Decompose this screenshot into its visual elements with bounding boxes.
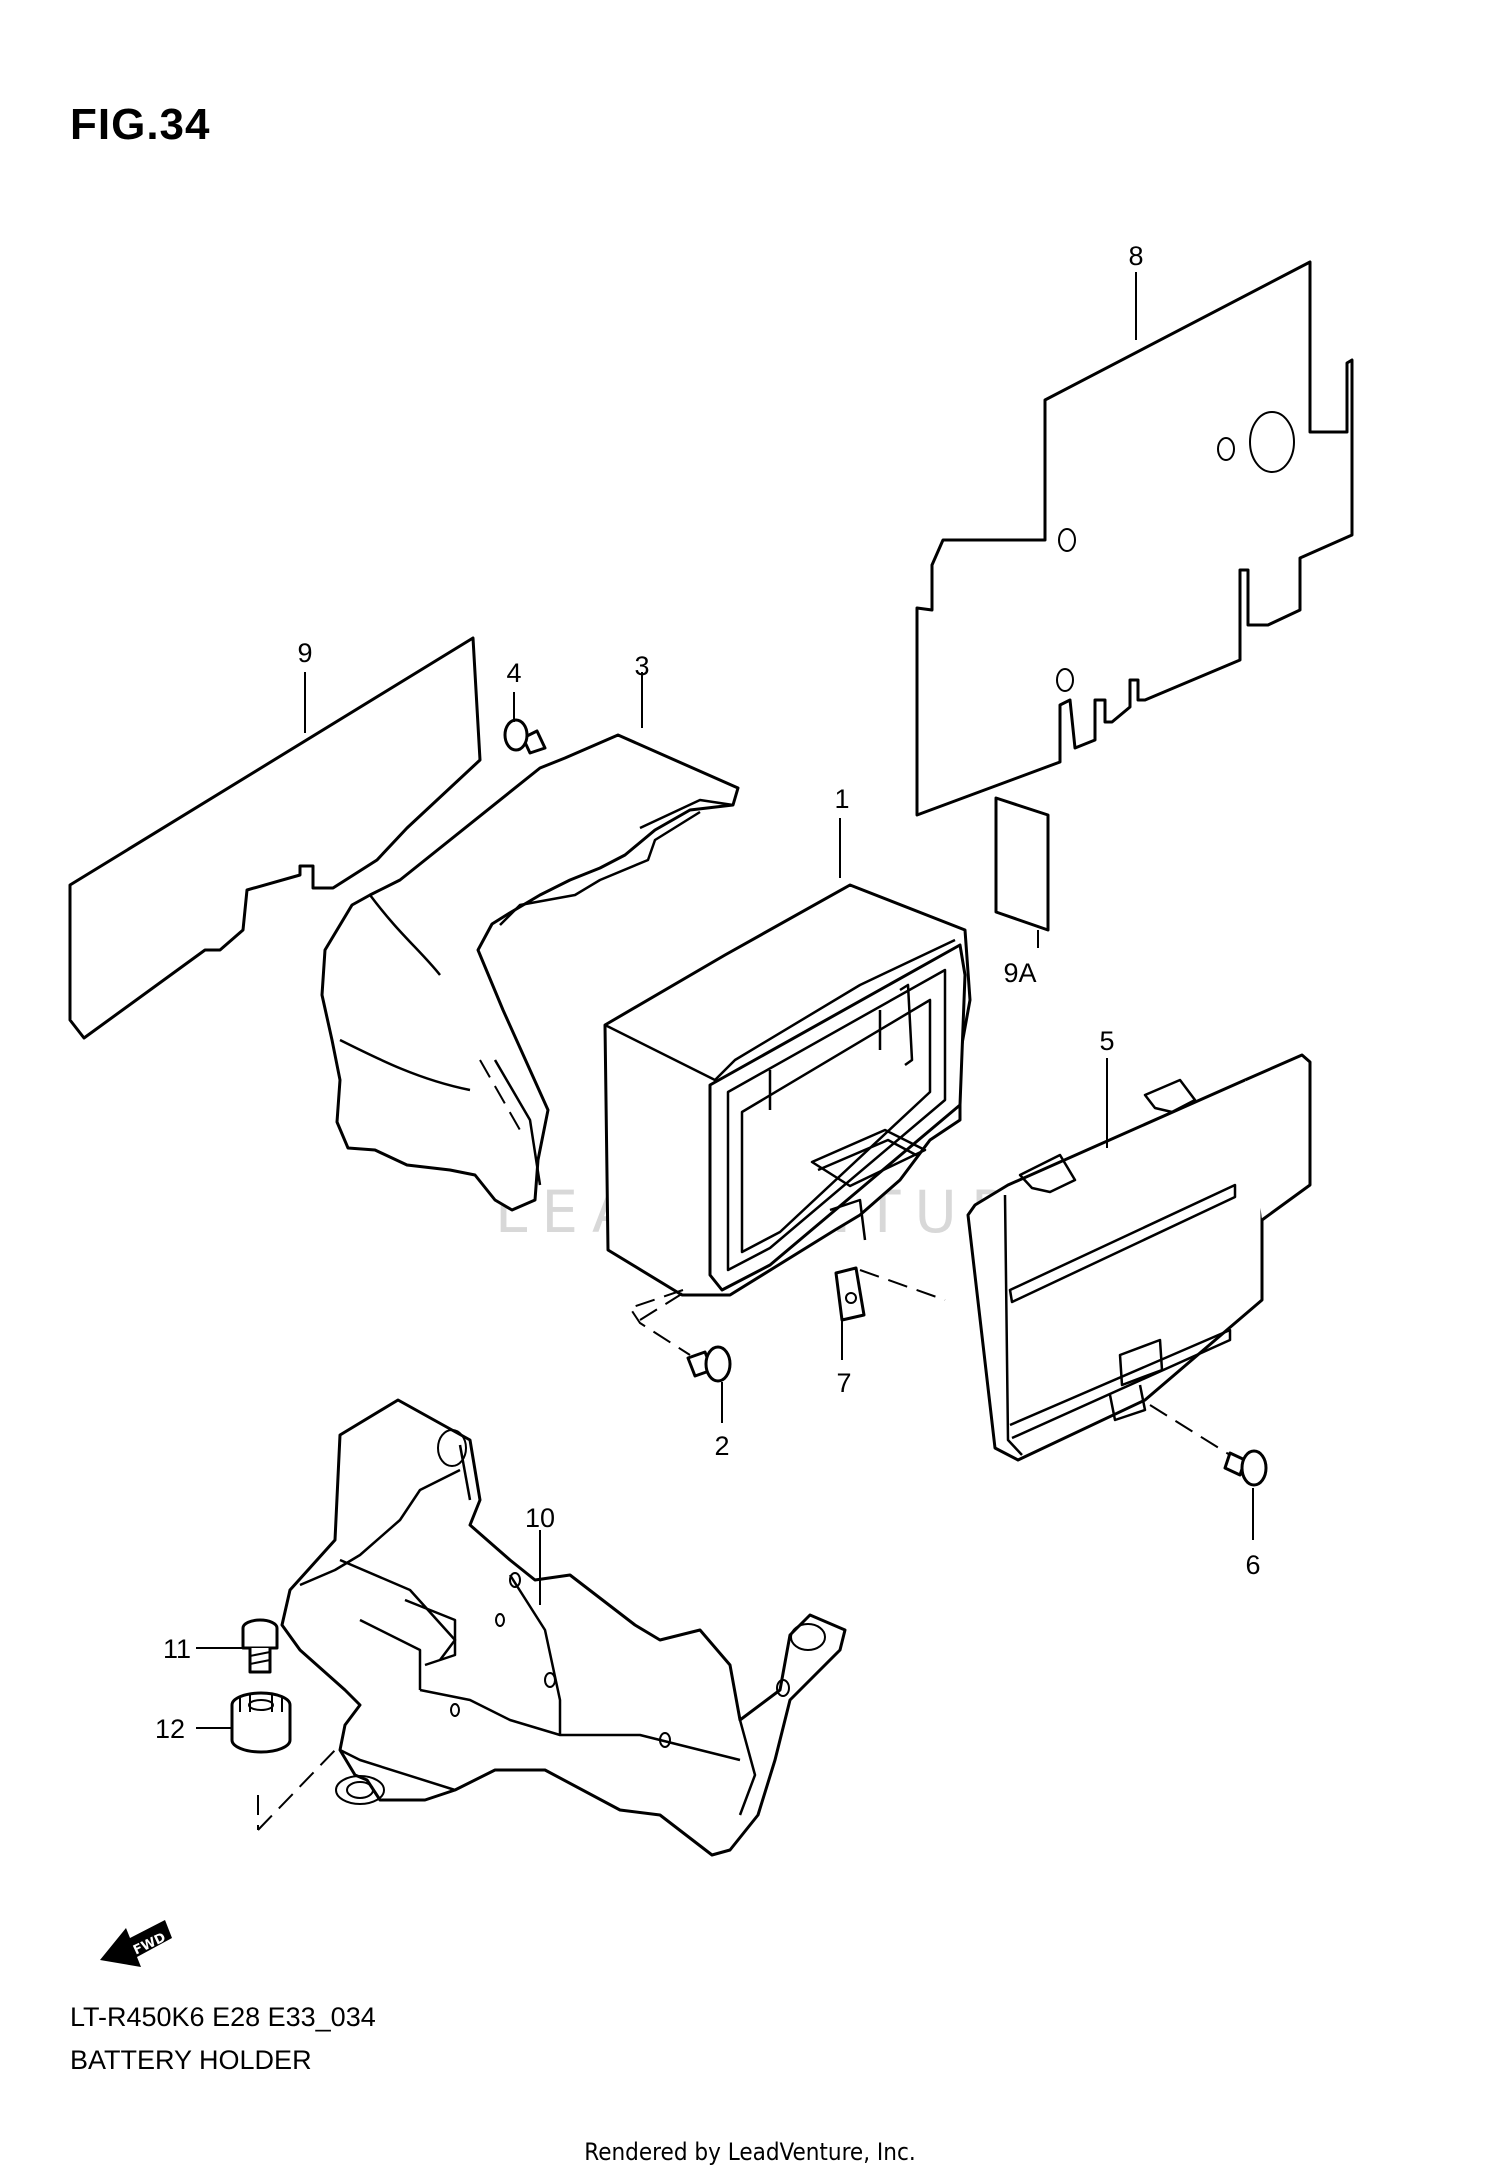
callout-3: 3 [634,651,649,681]
part-11-bolt[interactable] [241,1618,279,1674]
callout-11: 11 [163,1634,191,1664]
part-10-mounting-bracket[interactable] [280,1398,847,1857]
part-6-screw[interactable] [1223,1449,1268,1487]
part-7-clip-nut[interactable] [834,1266,866,1322]
part-12-rubber-cushion[interactable] [230,1691,292,1754]
callout-9: 9 [297,638,312,668]
part-9a-pad[interactable] [994,796,1050,932]
figure-title: FIG.34 [70,100,211,149]
part-5-front-lid[interactable] [966,1053,1312,1462]
model-code: LT-R450K6 E28 E33_034 [70,2002,376,2032]
part-4-screw[interactable] [503,718,547,755]
part-3-battery-cover[interactable] [320,733,740,1212]
part-8-insulation-sheet[interactable] [915,260,1354,817]
callout-7: 7 [836,1368,851,1398]
part-1-battery-box[interactable] [603,883,972,1297]
callout-9a: 9A [1003,958,1036,988]
part-2-screw[interactable] [686,1345,732,1383]
callout-12: 12 [155,1714,185,1744]
callout-1: 1 [834,784,849,814]
fwd-arrow-icon: FWD [100,1920,172,1967]
callout-6: 6 [1245,1550,1260,1580]
callout-5: 5 [1099,1026,1114,1056]
footer-credit: Rendered by LeadVenture, Inc. [584,2138,916,2166]
callout-8: 8 [1128,241,1143,271]
callout-2: 2 [714,1431,729,1461]
part-9-insulation-sheet[interactable] [68,636,482,1040]
figure-caption: BATTERY HOLDER [70,2045,312,2075]
callout-10: 10 [525,1503,555,1533]
callout-4: 4 [506,658,521,688]
leader-lines [196,272,1254,1831]
